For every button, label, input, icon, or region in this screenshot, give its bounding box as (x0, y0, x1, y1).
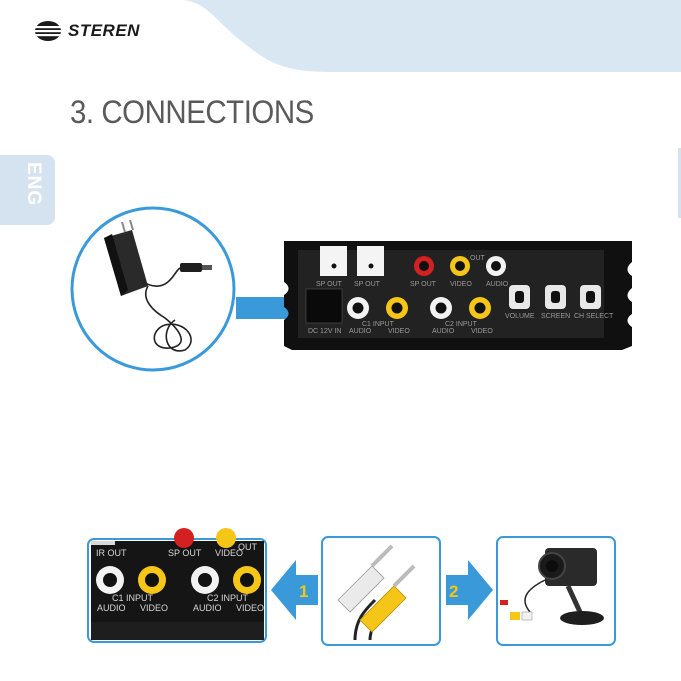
panel-label-audio-2: AUDIO (432, 328, 455, 335)
panel-label-sp-out-2: SP OUT (354, 281, 381, 288)
panel-label-ch1: C1 INPUT (362, 321, 395, 328)
panel-label-screen: SCREEN (541, 313, 570, 320)
camera-illustration (497, 537, 615, 645)
panel-label-dc-in: DC 12V IN (308, 328, 341, 335)
panel-label-video-1: VIDEO (388, 328, 410, 335)
step-2-number: 2 (449, 582, 458, 601)
detail-label-audio-1: AUDIO (97, 603, 126, 613)
panel-label-audio-1: AUDIO (349, 328, 372, 335)
detail-label-ch1: C1 INPUT (112, 593, 154, 603)
detail-label-ir-out: IR OUT (96, 548, 127, 558)
detail-label-video-2: VIDEO (236, 603, 264, 613)
panel-label-audio-out: AUDIO (486, 281, 509, 288)
detail-label-out: OUT (238, 542, 258, 552)
device-rear-panel: SP OUT SP OUT SP OUT VIDEO AUDIO OUT C1 … (284, 241, 632, 350)
panel-label-ch2: C2 INPUT (445, 321, 478, 328)
detail-label-ch2: C2 INPUT (207, 593, 249, 603)
panel-label-out: OUT (470, 255, 486, 262)
panel-label-video-2: VIDEO (471, 328, 493, 335)
power-adapter-illustration (72, 208, 234, 370)
detail-label-audio-2: AUDIO (193, 603, 222, 613)
detail-label-sp-out: SP OUT (168, 548, 202, 558)
rca-cable-illustration (322, 537, 440, 645)
panel-label-sp-out-3: SP OUT (410, 281, 437, 288)
step-1-arrow: 1 (271, 560, 318, 620)
step-2-arrow: 2 (446, 560, 493, 620)
detail-label-video-1: VIDEO (140, 603, 168, 613)
step-1-number: 1 (299, 582, 308, 601)
panel-label-volume: VOLUME (505, 313, 535, 320)
panel-label-video-out: VIDEO (450, 281, 472, 288)
input-detail-panel: IR OUT SP OUT VIDEO OUT C1 INPUT C2 INPU… (88, 528, 266, 642)
panel-label-sp-out-1: SP OUT (316, 281, 343, 288)
panel-label-ch-select: CH SELECT (574, 313, 614, 320)
